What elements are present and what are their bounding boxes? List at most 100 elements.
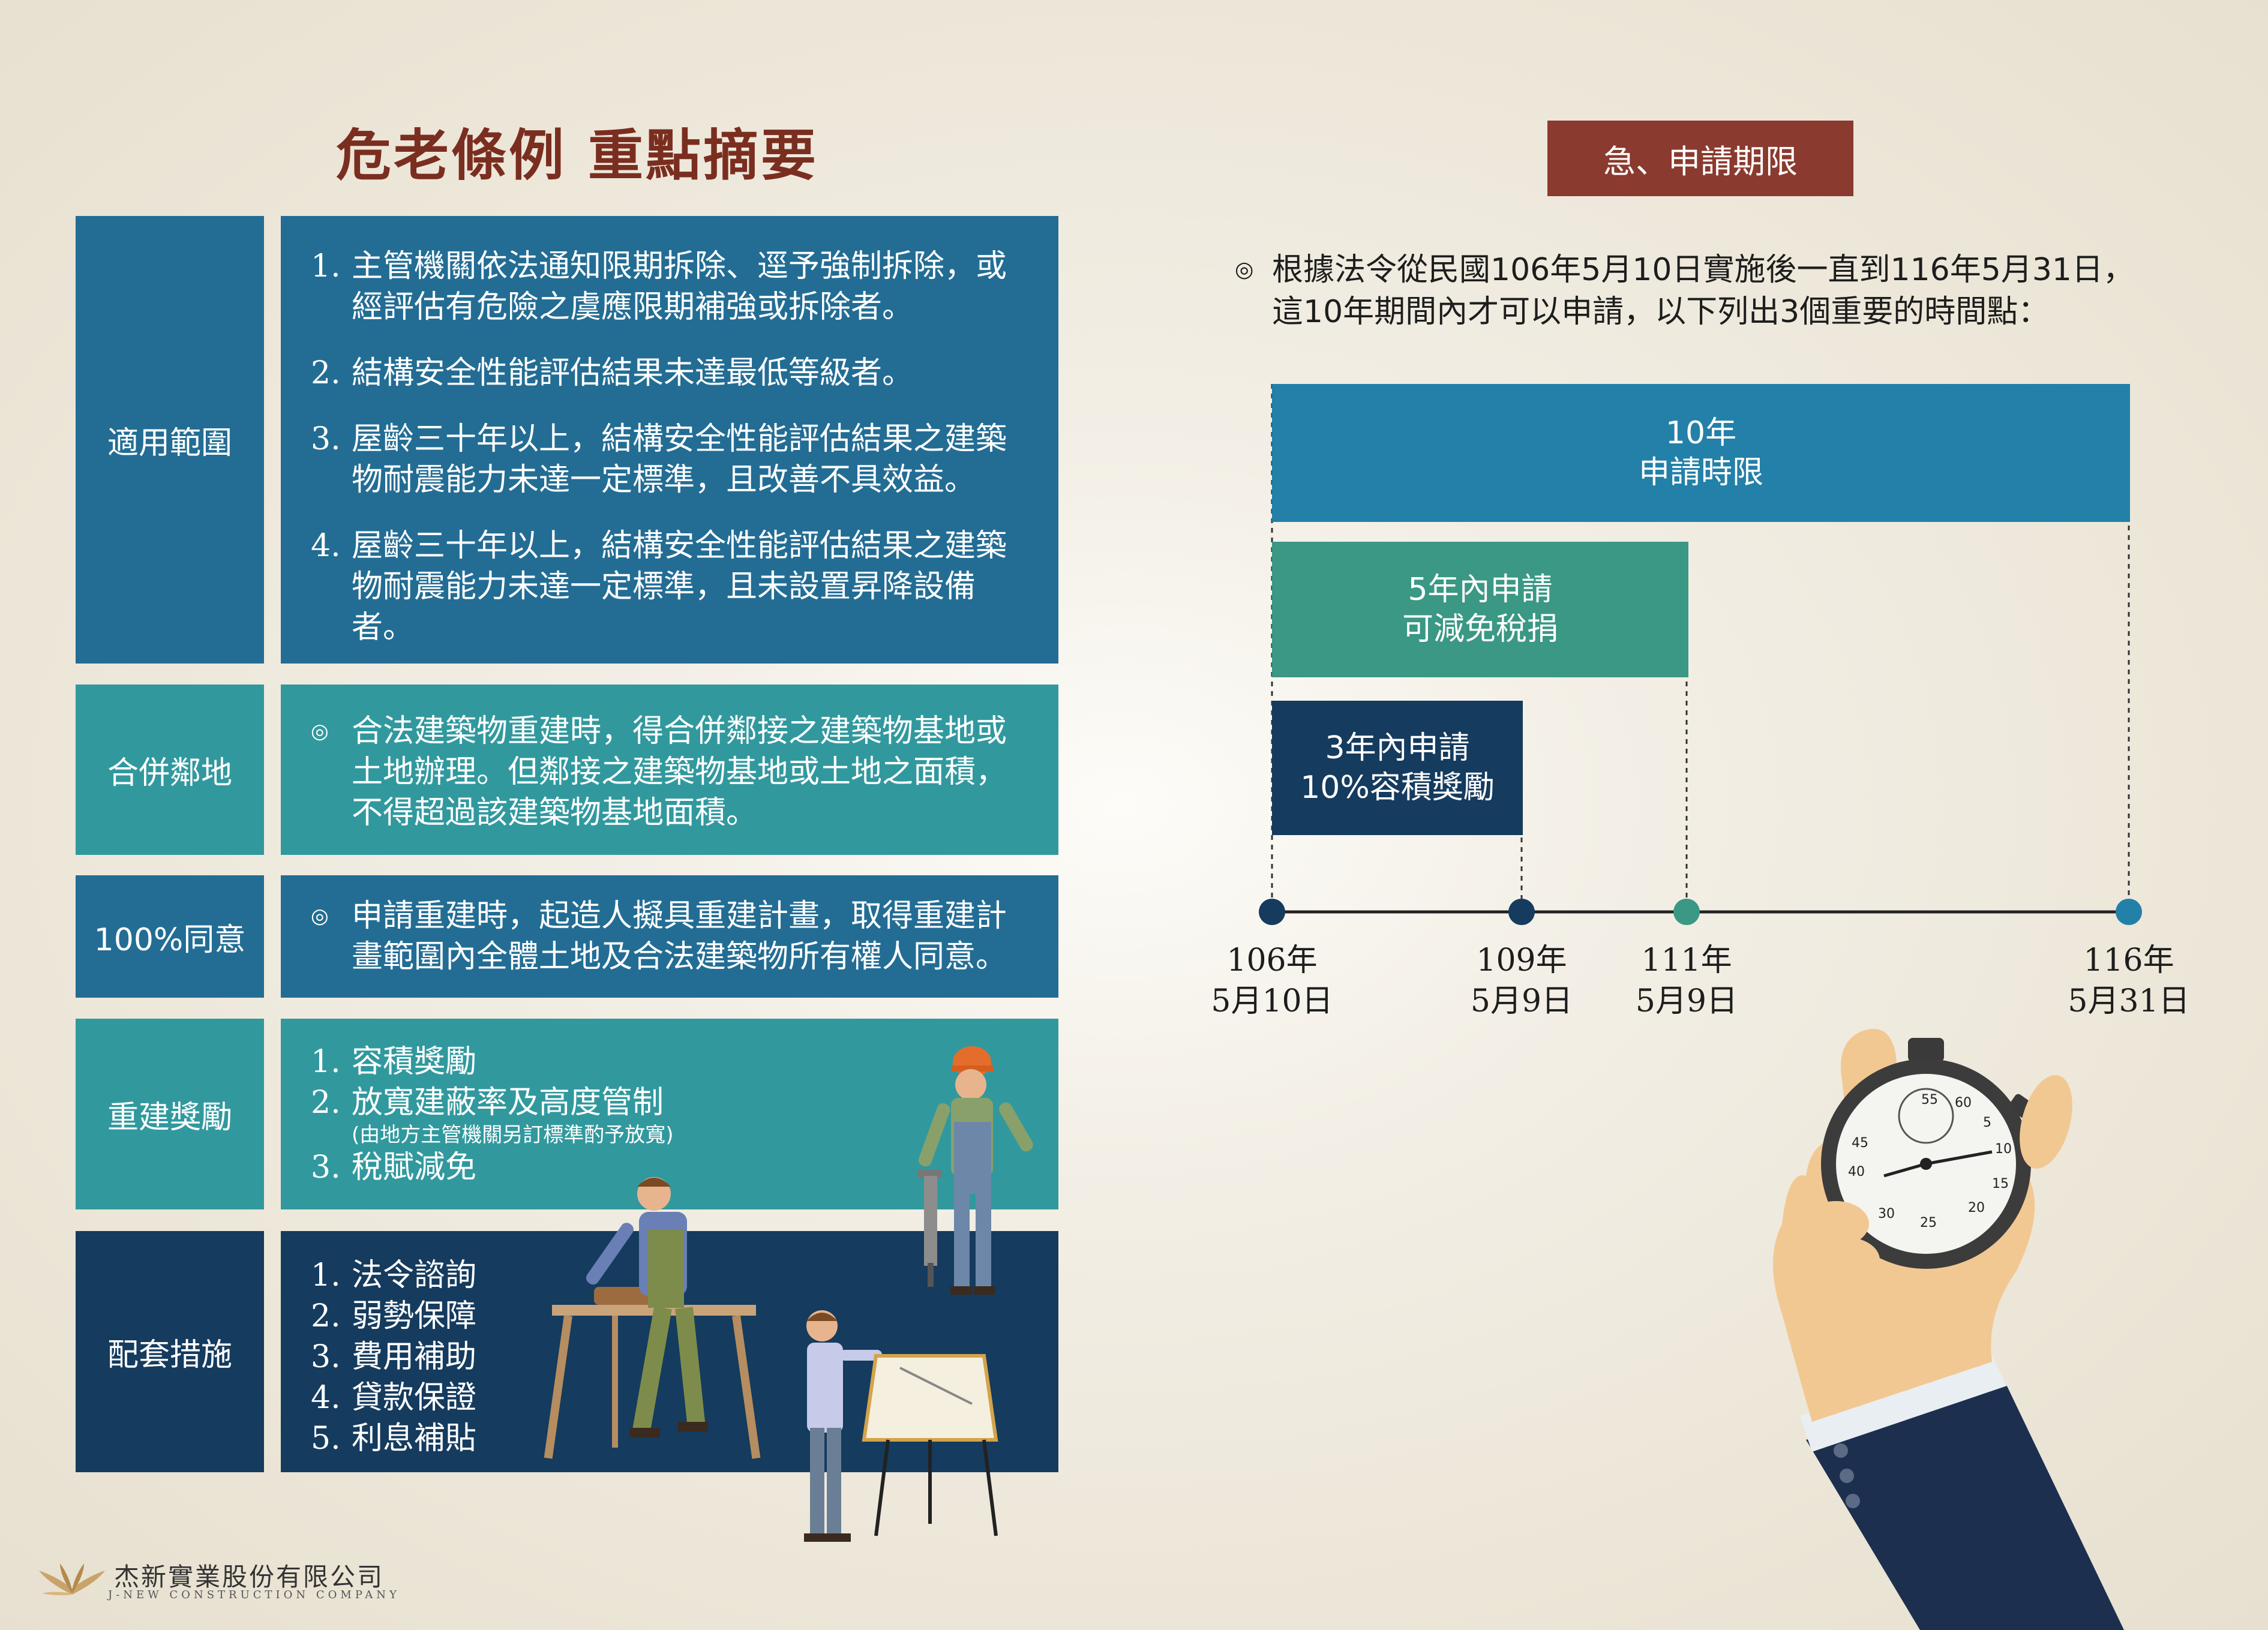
timeline-dot-106 (1259, 899, 1285, 925)
item-text: 結構安全性能評估結果未達最低等級者。 (352, 355, 914, 391)
list-item: ◎ 申請重建時，起造人擬具重建計畫，取得重建計畫範圍內全體土地及合法建築物所有權… (311, 896, 1034, 977)
dial-label: 10 (1995, 1142, 2012, 1157)
list-item: 1. 法令諮詢 (311, 1255, 1034, 1296)
section-content-incentive: 1. 容積獎勵 2. 放寬建蔽率及高度管制 (由地方主管機關另訂標準酌予放寬) … (281, 1019, 1058, 1209)
bar-5-years: 5年內申請 可減免稅捐 (1272, 542, 1688, 677)
item-text: 法令諮詢 (352, 1257, 477, 1293)
stopwatch-icon: 55 60 5 45 10 40 15 30 25 20 (1821, 1038, 2036, 1269)
tick-year: 111年 (1641, 942, 1732, 978)
tick-label-116: 116年 5月31日 (2057, 940, 2201, 1022)
item-text: 主管機關依法通知限期拆除、逕予強制拆除，或經評估有危險之虞應限期補強或拆除者。 (352, 248, 1007, 325)
dial-label: 55 (1921, 1092, 1938, 1107)
item-number: 1. (311, 1257, 341, 1293)
list-item: ◎ 合法建築物重建時，得合併鄰接之建築物基地或土地辦理。但鄰接之建築物基地或土地… (311, 711, 1034, 833)
timeline-dot-109 (1508, 899, 1535, 925)
item-number: 4. (311, 1380, 341, 1416)
intro-line-2: 這10年期間內才可以申請，以下列出3個重要的時間點： (1272, 294, 2050, 330)
dial-label: 20 (1968, 1200, 1985, 1215)
item-number: 3. (311, 1339, 341, 1375)
section-label-incentive: 重建獎勵 (76, 1019, 264, 1209)
dial-label: 40 (1848, 1164, 1865, 1179)
list-item: 3. 費用補助 (311, 1337, 1034, 1377)
item-number: 3. (311, 421, 341, 457)
bullet-icon: ◎ (1235, 257, 1254, 282)
dial-label: 25 (1920, 1215, 1937, 1230)
list-item: 1. 容積獎勵 (311, 1041, 1034, 1082)
item-text: 貸款保證 (352, 1380, 477, 1416)
bar-3-years: 3年內申請 10%容積獎勵 (1272, 701, 1523, 835)
worker-architect-icon (804, 1310, 998, 1542)
list-item: 3. 稅賦減免 (311, 1147, 1034, 1188)
worker-carpenter-icon (544, 1177, 761, 1459)
tick-year: 109年 (1476, 942, 1567, 978)
bar-label-line2: 10%容積獎勵 (1300, 770, 1495, 806)
list-item: 3. 屋齡三十年以上，結構安全性能評估結果之建築物耐震能力未達一定標準，且改善不… (311, 419, 1034, 500)
item-text: 利息補貼 (352, 1421, 477, 1457)
bullet-icon: ◎ (311, 904, 329, 928)
bullet-icon: ◎ (311, 719, 329, 743)
item-number: 2. (311, 355, 341, 391)
dial-label: 45 (1852, 1136, 1868, 1151)
company-name: 杰新實業股份有限公司 (114, 1562, 385, 1592)
worker-helmet-icon (918, 1046, 1033, 1295)
dial-label: 15 (1992, 1176, 2009, 1191)
workers-illustration (544, 1046, 1033, 1542)
intro-line-1: 根據法令從民國106年5月10日實施後一直到116年5月31日， (1272, 252, 2135, 288)
tick-label-106: 106年 5月10日 (1200, 940, 1344, 1022)
item-number: 5. (311, 1421, 341, 1457)
tick-year: 116年 (2083, 942, 2174, 978)
bar-10-years: 10年 申請時限 (1272, 384, 2130, 522)
bar-label-line2: 申請時限 (1638, 455, 1763, 491)
item-note: (由地方主管機關另訂標準酌予放寬) (352, 1123, 674, 1147)
item-text: 稅賦減免 (352, 1149, 477, 1185)
dial-label: 60 (1955, 1095, 1972, 1110)
item-text: 容積獎勵 (352, 1044, 477, 1080)
bar-label-line1: 5年內申請 (1408, 572, 1553, 608)
deadline-badge: 急、申請期限 (1547, 121, 1853, 196)
tick-label-109: 109年 5月9日 (1450, 940, 1594, 1022)
tick-date: 5月9日 (1635, 983, 1738, 1019)
stopwatch-hand-illustration: 55 60 5 45 10 40 15 30 25 20 (1773, 1029, 2124, 1630)
timeline-dot-111 (1673, 899, 1700, 925)
item-text: 弱勢保障 (352, 1298, 477, 1334)
item-text: 屋齡三十年以上，結構安全性能評估結果之建築物耐震能力未達一定標準，且未設置昇降設… (352, 528, 1007, 646)
section-label-consent: 100%同意 (76, 875, 264, 998)
item-text: 屋齡三十年以上，結構安全性能評估結果之建築物耐震能力未達一定標準，且改善不具效益… (352, 421, 1007, 498)
section-label-support: 配套措施 (76, 1231, 264, 1472)
deadline-intro: ◎ 根據法令從民國106年5月10日實施後一直到116年5月31日， 這10年期間… (1235, 249, 2195, 333)
item-number: 1. (311, 248, 341, 284)
tick-date: 5月31日 (2068, 983, 2190, 1019)
bar-label-line1: 3年內申請 (1325, 730, 1470, 766)
section-content-scope: 1. 主管機關依法通知限期拆除、逕予強制拆除，或經評估有危險之虞應限期補強或拆除… (281, 216, 1058, 664)
tick-label-111: 111年 5月9日 (1615, 940, 1759, 1022)
tick-date: 5月9日 (1470, 983, 1573, 1019)
list-item: 2. 弱勢保障 (311, 1296, 1034, 1337)
bar-label-line1: 10年 (1665, 415, 1737, 451)
timeline-dot-116 (2116, 899, 2142, 925)
list-item: 2. 放寬建蔽率及高度管制 (由地方主管機關另訂標準酌予放寬) (311, 1082, 1034, 1147)
section-label-merge: 合併鄰地 (76, 685, 264, 855)
item-number: 4. (311, 528, 341, 564)
tick-date: 5月10日 (1211, 983, 1333, 1019)
section-label-scope: 適用範圍 (76, 216, 264, 664)
item-text: 費用補助 (352, 1339, 477, 1375)
company-logo-icon (39, 1563, 105, 1596)
company-english-name: J-NEW CONSTRUCTION COMPANY (108, 1589, 400, 1601)
item-text: 合法建築物重建時，得合併鄰接之建築物基地或土地辦理。但鄰接之建築物基地或土地之面… (352, 713, 1007, 831)
item-number: 2. (311, 1085, 341, 1121)
list-item: 1. 主管機關依法通知限期拆除、逕予強制拆除，或經評估有危險之虞應限期補強或拆除… (311, 246, 1034, 328)
item-text: 放寬建蔽率及高度管制 (352, 1085, 664, 1121)
dial-label: 5 (1983, 1115, 1991, 1130)
sleeve-icon (1806, 1380, 2124, 1630)
list-item: 2. 結構安全性能評估結果未達最低等級者。 (311, 353, 1034, 394)
bar-label-line2: 可減免稅捐 (1402, 611, 1558, 647)
item-text: 申請重建時，起造人擬具重建計畫，取得重建計畫範圍內全體土地及合法建築物所有權人同… (352, 898, 1007, 975)
list-item: 4. 貸款保證 (311, 1377, 1034, 1418)
section-content-consent: ◎ 申請重建時，起造人擬具重建計畫，取得重建計畫範圍內全體土地及合法建築物所有權… (281, 875, 1058, 998)
list-item: 4. 屋齡三十年以上，結構安全性能評估結果之建築物耐震能力未達一定標準，且未設置… (311, 526, 1034, 648)
section-content-merge: ◎ 合法建築物重建時，得合併鄰接之建築物基地或土地辦理。但鄰接之建築物基地或土地… (281, 685, 1058, 855)
item-number: 1. (311, 1044, 341, 1080)
dial-label: 30 (1878, 1206, 1895, 1221)
item-number: 2. (311, 1298, 341, 1334)
item-number: 3. (311, 1149, 341, 1185)
